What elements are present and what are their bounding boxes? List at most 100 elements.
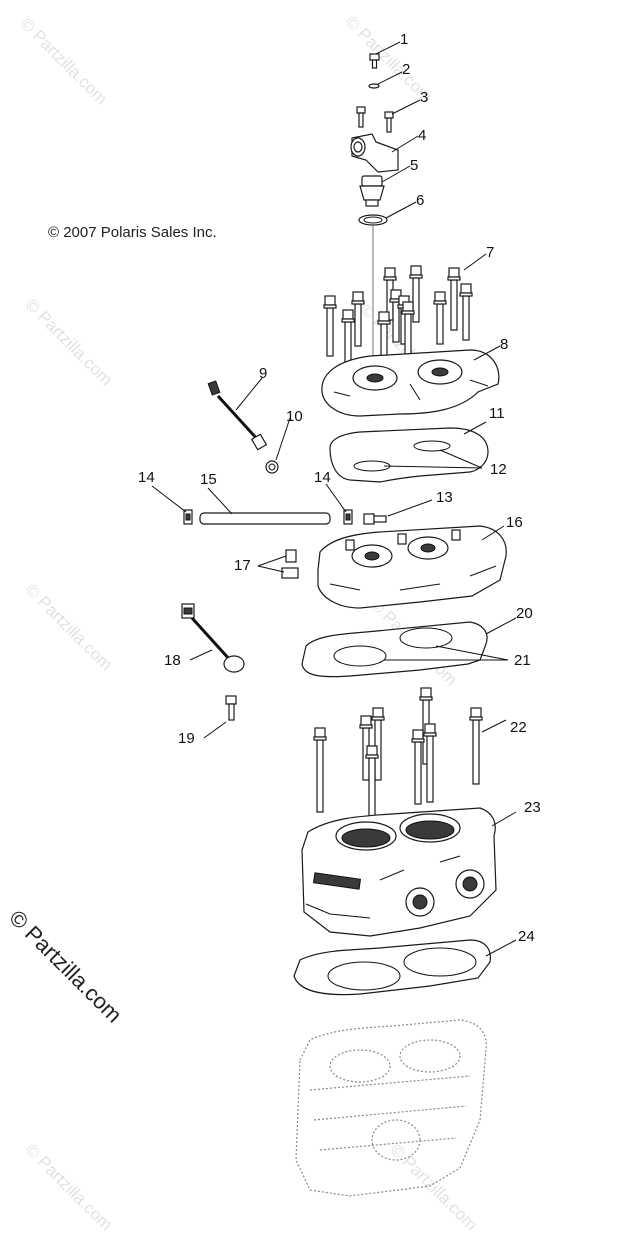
callout-13: 13	[436, 489, 453, 506]
bolt-head	[378, 311, 390, 322]
bolt-head	[366, 745, 378, 756]
bolt-shank	[450, 279, 458, 331]
callout-17: 17	[234, 557, 251, 574]
part-19-bolt	[225, 695, 237, 721]
bolt-shank	[414, 741, 422, 805]
bolt-head	[342, 309, 354, 320]
bolt-flange	[411, 738, 425, 743]
callout-7: 7	[486, 244, 494, 261]
callout-4: 4	[418, 127, 426, 144]
callout-labels: 1 2 3 4 5 6 7 8 9 10 11 12 13 14 14 15 1…	[138, 31, 541, 945]
bolt-flange	[383, 276, 397, 281]
bolt-head	[384, 267, 396, 278]
bolt-head	[372, 707, 384, 718]
callout-10: 10	[286, 408, 303, 425]
bolt-head	[324, 295, 336, 306]
callout-18: 18	[164, 652, 181, 669]
part-14-clamp-right	[343, 509, 353, 525]
callout-16: 16	[506, 514, 523, 531]
bolt-flange	[459, 292, 473, 297]
bolt-head	[314, 727, 326, 738]
bolt-flange	[371, 716, 385, 721]
bolt-head	[410, 265, 422, 276]
bolt-head	[352, 291, 364, 302]
callout-23: 23	[524, 799, 541, 816]
copyright-notice: © 2007 Polaris Sales Inc.	[48, 224, 217, 241]
bolt-head	[412, 729, 424, 740]
bolt-shank	[316, 739, 324, 813]
callout-14-right: 14	[314, 469, 331, 486]
callout-11: 11	[489, 405, 505, 422]
exploded-parts-diagram: 1 2 3 4 5 6 7 8 9 10 11 12 13 14 14 15 1…	[138, 31, 541, 1197]
part-13-fitting	[363, 513, 387, 525]
part-16-cylinder-head	[317, 525, 507, 609]
callout-9: 9	[259, 365, 267, 382]
callout-12: 12	[490, 461, 507, 478]
callout-24: 24	[518, 928, 535, 945]
callout-1: 1	[400, 31, 408, 48]
part-17-plugs	[281, 549, 299, 579]
bolt-shank	[326, 307, 334, 357]
bolt-flange	[419, 696, 433, 701]
part-15-hose	[199, 512, 331, 525]
callout-6: 6	[416, 192, 424, 209]
part-14-clamp-left	[183, 509, 193, 525]
callout-19: 19	[178, 730, 195, 747]
bolt-head	[434, 291, 446, 302]
bolt-head	[360, 715, 372, 726]
bolt-flange	[365, 754, 379, 759]
bolt-shank	[426, 735, 434, 803]
bolt-shank	[472, 719, 480, 785]
part-8-head-cover	[321, 349, 500, 417]
part-5-thermostat	[359, 175, 385, 207]
part-7-head-bolts	[323, 265, 473, 363]
part-3-bolts	[356, 106, 394, 133]
bolt-shank	[404, 313, 412, 357]
part-2-washer	[368, 83, 380, 89]
part-6-o-ring	[358, 214, 388, 226]
part-20-gasket	[301, 621, 488, 678]
bolt-flange	[377, 320, 391, 325]
part-1-screw	[369, 53, 380, 69]
part-11-gasket	[329, 427, 489, 483]
bolt-flange	[341, 318, 355, 323]
callout-21: 21	[514, 652, 531, 669]
part-22-cylinder-bolts	[313, 687, 483, 827]
bolt-flange	[323, 304, 337, 309]
bolt-flange	[351, 300, 365, 305]
leader-lines	[151, 41, 517, 957]
crankcase-reference	[295, 1019, 487, 1197]
part-4-thermostat-housing	[350, 133, 399, 173]
bolt-flange	[409, 274, 423, 279]
bolt-head	[402, 301, 414, 312]
part-23-cylinder	[301, 807, 497, 937]
callout-14-left: 14	[138, 469, 155, 486]
part-24-base-gasket	[293, 939, 491, 996]
bolt-shank	[354, 303, 362, 347]
bolt-flange	[401, 310, 415, 315]
callout-22: 22	[510, 719, 527, 736]
bolt-shank	[436, 303, 444, 345]
part-18-sensor	[181, 603, 245, 673]
bolt-head	[460, 283, 472, 294]
bolt-flange	[423, 732, 437, 737]
callout-3: 3	[420, 89, 428, 106]
callout-8: 8	[500, 336, 508, 353]
callout-5: 5	[410, 157, 418, 174]
part-9-sensor	[207, 380, 268, 451]
bolt-flange	[359, 724, 373, 729]
bolt-head	[448, 267, 460, 278]
callout-2: 2	[402, 61, 410, 78]
bolt-shank	[462, 295, 470, 341]
bolt-flange	[447, 276, 461, 281]
callout-20: 20	[516, 605, 533, 622]
bolt-head	[420, 687, 432, 698]
bolt-head	[470, 707, 482, 718]
bolt-shank	[344, 321, 352, 363]
bolt-flange	[313, 736, 327, 741]
bolt-shank	[412, 277, 420, 323]
bolt-head	[424, 723, 436, 734]
bolt-flange	[469, 716, 483, 721]
bolt-flange	[433, 300, 447, 305]
part-10-washer	[265, 460, 279, 474]
